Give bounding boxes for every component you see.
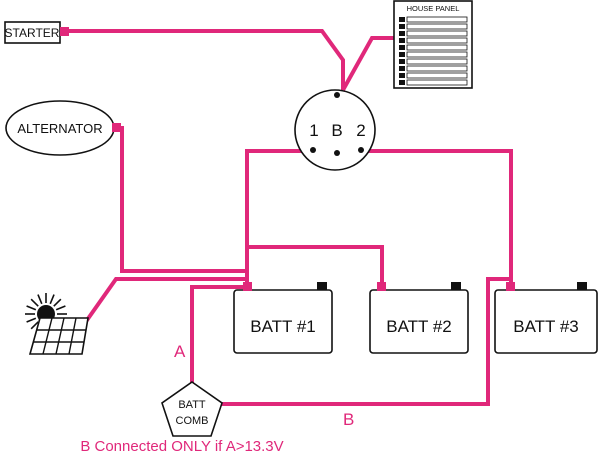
- batt3-label: BATT #3: [513, 317, 579, 336]
- solar-panel: [25, 293, 89, 355]
- sun-ray: [30, 298, 39, 307]
- panel-circuit-slot: [406, 23, 468, 30]
- batt2-label: BATT #2: [386, 317, 452, 336]
- batt1-case: [233, 289, 333, 354]
- wire-b: [220, 277, 511, 406]
- batt3-pos-terminal: [506, 282, 515, 291]
- panel-circuit-slot: [406, 30, 468, 37]
- batt1-neg-terminal: [317, 282, 327, 290]
- wire-b-label: B: [343, 410, 354, 429]
- wire-panel-switch: [341, 36, 398, 91]
- sun-ray: [30, 321, 39, 330]
- starter-terminal: [60, 27, 69, 36]
- batt3-case: [494, 289, 598, 354]
- battery-1: BATT #1: [233, 282, 333, 354]
- battery-switch: 1 B 2: [294, 89, 376, 171]
- panel-circuit-slot: [406, 72, 468, 79]
- solar-cells-icon: [28, 317, 89, 355]
- starter-label: STARTER: [5, 26, 60, 40]
- panel-breaker: [399, 66, 405, 71]
- panel-breaker: [399, 17, 405, 22]
- wire-switch1-batt1: [245, 149, 305, 283]
- batt2-neg-terminal: [451, 282, 461, 290]
- panel-breaker: [399, 45, 405, 50]
- battery-3: BATT #3: [494, 282, 598, 354]
- panel-breaker: [399, 52, 405, 57]
- sun-ray: [26, 305, 37, 311]
- batt-comb-body: [161, 381, 223, 437]
- wire-batt1-batt2: [247, 245, 384, 283]
- house-panel-label: HOUSE PANEL: [407, 4, 460, 13]
- switch-center-post: [334, 92, 340, 98]
- batt-comb-label-1: BATT: [178, 399, 206, 411]
- house-panel: HOUSE PANEL: [393, 0, 473, 89]
- solar-grid: [33, 317, 86, 355]
- switch-terminal-b: [334, 150, 340, 156]
- panel-breaker: [399, 80, 405, 85]
- switch-posB-label: B: [331, 121, 342, 140]
- combiner-note: B Connected ONLY if A>13.3V: [80, 438, 283, 455]
- batt1-pos-terminal: [243, 282, 252, 291]
- starter: STARTER: [4, 21, 69, 44]
- panel-circuit-slot: [406, 79, 468, 86]
- sun-ray: [49, 294, 55, 305]
- batt2-case: [369, 289, 469, 354]
- wire-starter-switch: [66, 29, 345, 90]
- panel-circuit-slot: [406, 16, 468, 23]
- panel-breaker-rows: [399, 16, 468, 86]
- battery-combiner: BATT COMB: [161, 381, 223, 437]
- wire-switch2-batt3: [365, 149, 513, 283]
- battery-2: BATT #2: [369, 282, 469, 354]
- panel-breaker: [399, 59, 405, 64]
- sun-ray: [53, 298, 62, 307]
- alternator-label: ALTERNATOR: [17, 121, 102, 136]
- panel-breaker: [399, 73, 405, 78]
- batt2-pos-terminal: [377, 282, 386, 291]
- batt-comb-label-2: COMB: [176, 415, 209, 427]
- panel-breaker: [399, 24, 405, 29]
- switch-terminal-1: [310, 147, 316, 153]
- wire-solar-batt1: [78, 277, 247, 332]
- switch-pos2-label: 2: [356, 121, 365, 140]
- alternator: ALTERNATOR: [5, 100, 121, 156]
- sun-ray: [55, 305, 66, 311]
- alternator-terminal: [112, 123, 121, 132]
- batt3-neg-terminal: [577, 282, 587, 290]
- panel-breaker: [399, 38, 405, 43]
- panel-circuit-slot: [406, 51, 468, 58]
- batt1-label: BATT #1: [250, 317, 316, 336]
- sun-ray: [37, 294, 43, 305]
- panel-circuit-slot: [406, 65, 468, 72]
- switch-pos1-label: 1: [309, 121, 318, 140]
- panel-circuit-slot: [406, 58, 468, 65]
- switch-terminal-2: [358, 147, 364, 153]
- sun-ray: [26, 317, 37, 323]
- panel-breaker: [399, 31, 405, 36]
- panel-circuit-slot: [406, 44, 468, 51]
- panel-circuit-slot: [406, 37, 468, 44]
- wire-alternator-batt1: [118, 126, 249, 283]
- wire-a-label: A: [174, 342, 186, 361]
